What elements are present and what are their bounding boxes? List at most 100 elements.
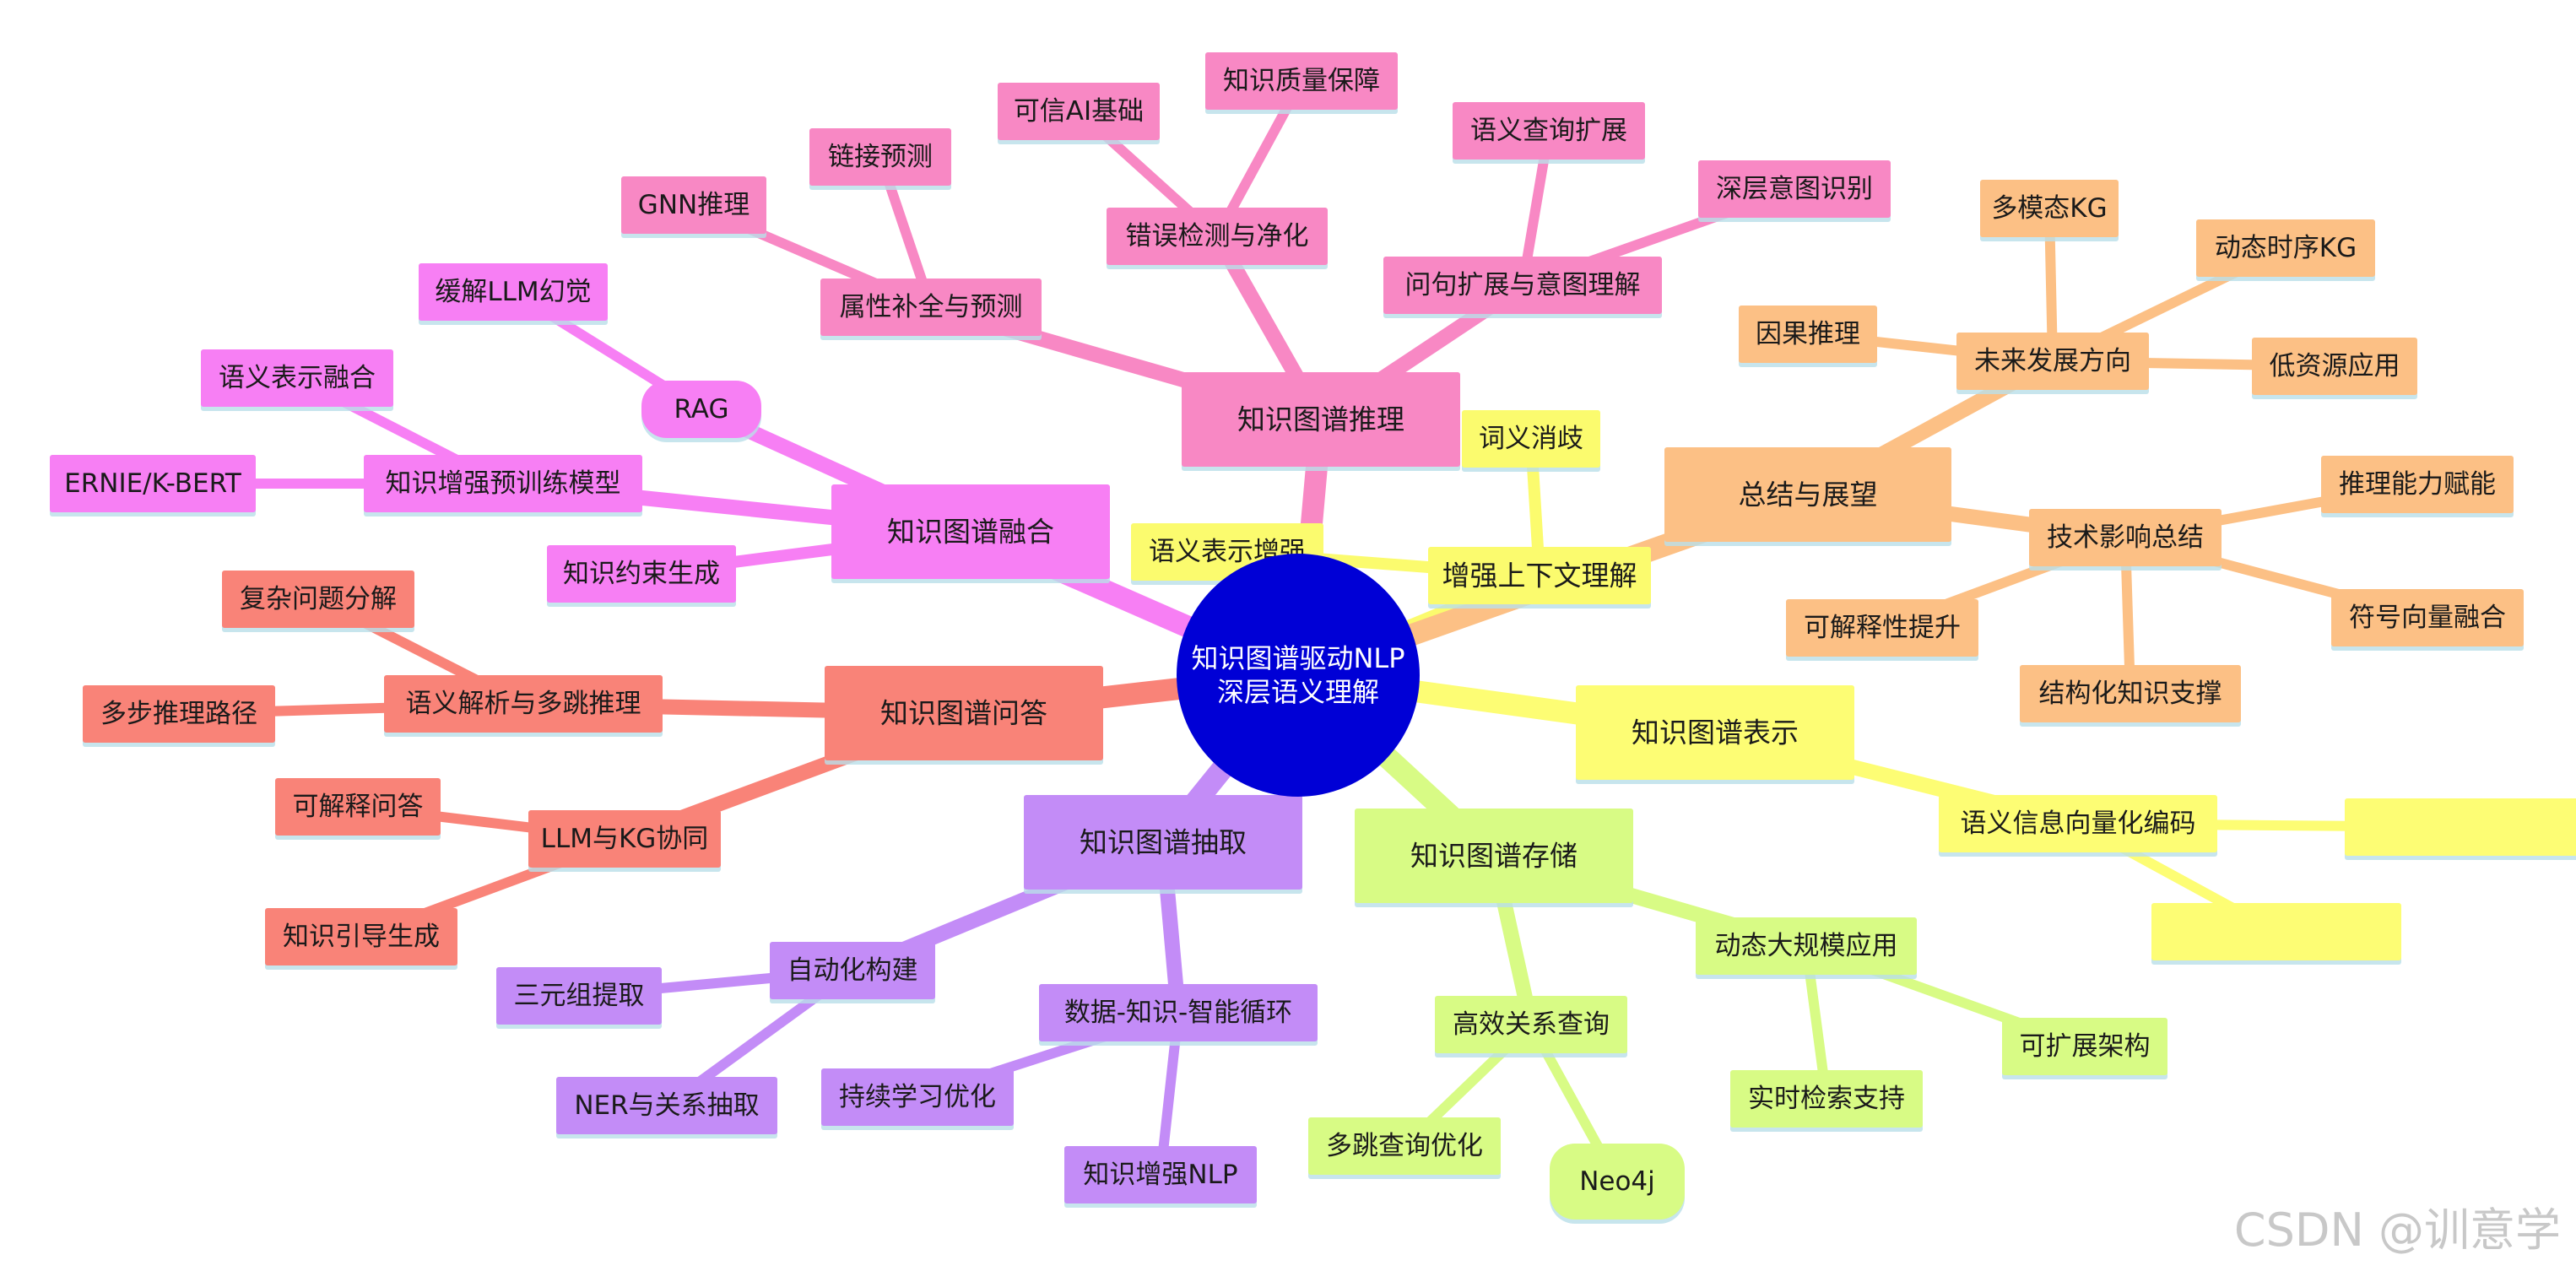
node-causal-box: [1739, 306, 1877, 363]
node-constraint-box: [547, 545, 736, 603]
node-reason[interactable]: 推理能力赋能: [2321, 456, 2514, 517]
node-auto-box: [770, 942, 935, 999]
node-explain-box: [1786, 599, 1978, 657]
node-deep-box: [1698, 160, 1891, 218]
node-auto[interactable]: 自动化构建: [770, 942, 935, 1003]
node-wsd-label: 词义消歧: [1479, 424, 1583, 454]
node-semexp[interactable]: 语义查询扩展: [1453, 102, 1645, 164]
node-realtime[interactable]: 实时检索支持: [1730, 1070, 1923, 1132]
node-wsd-box: [1462, 410, 1600, 468]
node-multi-label: 多跳查询优化: [1326, 1131, 1483, 1161]
node-error-label: 错误检测与净化: [1126, 221, 1309, 251]
node-halluc-box: [419, 263, 608, 321]
node-wsd[interactable]: 词义消歧: [1462, 410, 1600, 472]
node-quality-label: 知识质量保障: [1223, 66, 1380, 96]
branch-fusion[interactable]: 知识图谱融合: [831, 484, 1110, 583]
branch-context[interactable]: 增强上下文理解: [1428, 547, 1651, 608]
node-lowres[interactable]: 低资源应用: [2252, 338, 2417, 399]
node-triple[interactable]: 三元组提取: [496, 967, 662, 1029]
node-explain[interactable]: 可解释性提升: [1786, 599, 1978, 661]
node-query[interactable]: 问句扩展与意图理解: [1383, 257, 1662, 318]
branch-qa-label: 知识图谱问答: [880, 697, 1047, 730]
node-path-label: 多步推理路径: [100, 699, 257, 729]
node-neo4j[interactable]: Neo4j: [1550, 1144, 1685, 1224]
node-path-box: [83, 685, 275, 743]
node-guided[interactable]: 知识引导生成: [265, 908, 457, 970]
node-error-box: [1107, 208, 1328, 265]
node-impact-box: [2029, 509, 2222, 566]
node-space[interactable]: [2151, 903, 2401, 965]
node-constraint[interactable]: 知识约束生成: [547, 545, 736, 607]
branch-extraction[interactable]: 知识图谱抽取: [1024, 795, 1302, 894]
node-future-label: 未来发展方向: [1974, 346, 2131, 376]
node-trust-label: 可信AI基础: [1014, 96, 1144, 127]
node-rag[interactable]: RAG: [641, 381, 761, 442]
branch-representation[interactable]: 知识图谱表示: [1576, 685, 1854, 784]
node-kenlp[interactable]: 知识增强NLP: [1064, 1146, 1257, 1208]
node-ner[interactable]: NER与关系抽取: [556, 1077, 777, 1138]
node-llmkg[interactable]: LLM与KG协同: [528, 810, 721, 872]
branch-extraction-box: [1024, 795, 1302, 890]
branch-reasoning[interactable]: 知识图谱推理: [1182, 372, 1460, 471]
node-cont-label: 持续学习优化: [839, 1082, 996, 1112]
branch-representation-box: [1576, 685, 1854, 780]
node-guided-box: [265, 908, 457, 965]
node-vector-box: [1939, 795, 2217, 852]
node-struct[interactable]: 结构化知识支撑: [2020, 665, 2241, 727]
node-explainqa[interactable]: 可解释问答: [275, 778, 441, 840]
node-lowres-box: [2252, 338, 2417, 395]
node-complex-box: [222, 571, 414, 628]
node-deep[interactable]: 深层意图识别: [1698, 160, 1891, 222]
node-halluc[interactable]: 缓解LLM幻觉: [419, 263, 608, 325]
node-dyn[interactable]: 动态时序KG: [2196, 219, 2375, 281]
node-link[interactable]: 链接预测: [809, 128, 951, 190]
node-path[interactable]: 多步推理路径: [83, 685, 275, 747]
branch-summary[interactable]: 总结与展望: [1664, 447, 1951, 546]
node-attr[interactable]: 属性补全与预测: [820, 279, 1042, 340]
branch-qa[interactable]: 知识图谱问答: [825, 666, 1103, 765]
node-auto-label: 自动化构建: [787, 955, 918, 986]
node-loop[interactable]: 数据-知识-智能循环: [1039, 984, 1318, 1046]
node-pretrain[interactable]: 知识增强预训练模型: [364, 455, 642, 517]
branch-storage[interactable]: 知识图谱存储: [1355, 809, 1633, 907]
branch-summary-box: [1664, 447, 1951, 542]
node-symbol[interactable]: 符号向量融合: [2331, 589, 2524, 651]
node-dynamic[interactable]: 动态大规模应用: [1696, 917, 1917, 979]
node-kenlp-box: [1064, 1146, 1257, 1203]
node-mm[interactable]: 多模态KG: [1980, 180, 2119, 241]
node-vector[interactable]: 语义信息向量化编码: [1939, 795, 2217, 857]
branch-representation-label: 知识图谱表示: [1632, 717, 1799, 749]
node-llmkg-box: [528, 810, 721, 868]
node-scale[interactable]: 可扩展架构: [2002, 1018, 2167, 1079]
node-realtime-label: 实时检索支持: [1748, 1084, 1905, 1114]
node-trust[interactable]: 可信AI基础: [998, 83, 1160, 144]
node-squery[interactable]: 高效关系查询: [1435, 996, 1627, 1057]
node-parse[interactable]: 语义解析与多跳推理: [384, 675, 663, 737]
node-squery-label: 高效关系查询: [1453, 1009, 1610, 1040]
node-future[interactable]: 未来发展方向: [1956, 333, 2149, 394]
node-semfuse[interactable]: 语义表示融合: [201, 349, 393, 411]
branch-storage-box: [1355, 809, 1633, 903]
node-quality[interactable]: 知识质量保障: [1205, 52, 1398, 114]
node-multi[interactable]: 多跳查询优化: [1308, 1117, 1501, 1179]
node-dynamic-label: 动态大规模应用: [1715, 931, 1898, 961]
node-pretrain-label: 知识增强预训练模型: [386, 468, 621, 499]
node-causal[interactable]: 因果推理: [1739, 306, 1877, 367]
center-node-line-1: 知识图谱驱动NLP: [1191, 642, 1404, 674]
node-dyn-label: 动态时序KG: [2215, 233, 2357, 263]
node-attr-box: [820, 279, 1042, 336]
node-impact[interactable]: 技术影响总结: [2029, 509, 2222, 571]
node-transe[interactable]: [2345, 798, 2576, 860]
node-transe-box: [2345, 798, 2576, 856]
node-cont[interactable]: 持续学习优化: [821, 1068, 1014, 1130]
node-gnn[interactable]: GNN推理: [621, 176, 766, 238]
node-complex[interactable]: 复杂问题分解: [222, 571, 414, 632]
node-ernie[interactable]: ERNIE/K-BERT: [50, 455, 256, 517]
node-symbol-label: 符号向量融合: [2349, 603, 2506, 633]
node-struct-label: 结构化知识支撑: [2039, 679, 2222, 709]
node-explain-label: 可解释性提升: [1804, 613, 1961, 643]
node-loop-label: 数据-知识-智能循环: [1064, 998, 1292, 1028]
node-error[interactable]: 错误检测与净化: [1107, 208, 1328, 269]
